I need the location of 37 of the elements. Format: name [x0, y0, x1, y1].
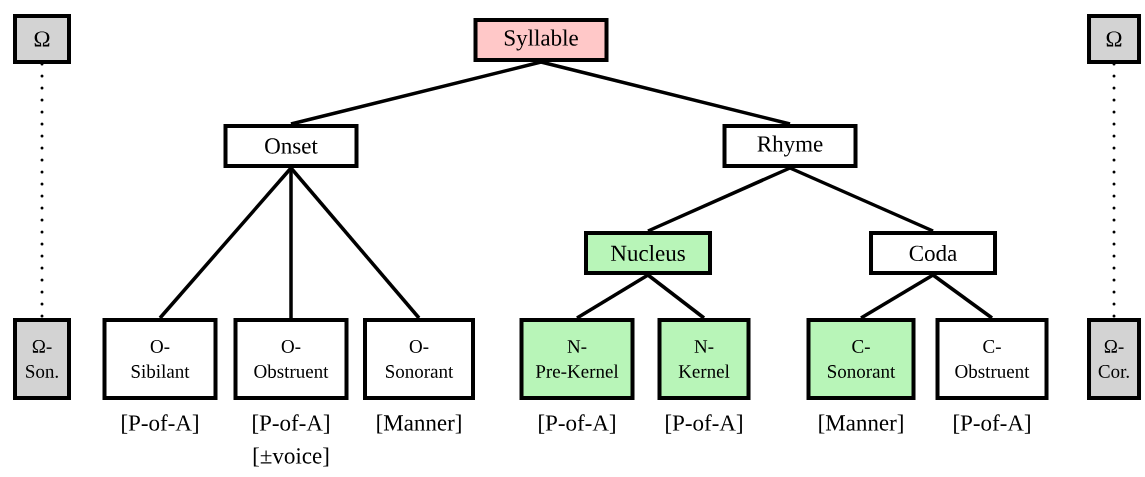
constituent-box: Onset [223, 124, 359, 168]
dotted-line [1112, 62, 1116, 320]
segment-box: C- Obstruent [935, 318, 1049, 400]
feature-label: [P-of-A] [539, 414, 615, 434]
tree-branch [646, 273, 706, 320]
omega-box: Ω- Son. [13, 318, 71, 400]
constituent-box: Rhyme [722, 124, 858, 168]
tree-branch [290, 60, 542, 126]
tree-branch [931, 273, 994, 320]
omega-box: Ω- Cor. [1087, 318, 1141, 400]
feature-label: [Manner] [377, 414, 461, 434]
feature-label: [Manner] [819, 414, 903, 434]
tree-branch [540, 60, 791, 126]
constituent-box: Nucleus [584, 231, 712, 275]
segment-box: N- Kernel [657, 318, 751, 400]
tree-branch [647, 166, 791, 233]
dotted-line [40, 62, 44, 320]
feature-label: [P-of-A] [253, 414, 329, 434]
feature-label: [±voice] [253, 447, 329, 467]
tree-branch [576, 273, 649, 320]
feature-label: [P-of-A] [954, 414, 1030, 434]
segment-box: O- Sonorant [363, 318, 475, 400]
segment-box: O- Sibilant [102, 318, 218, 400]
feature-label: [P-of-A] [122, 414, 198, 434]
omega-box: Ω [13, 14, 71, 64]
omega-box: Ω [1087, 14, 1141, 64]
segment-box: C- Sonorant [806, 318, 916, 400]
tree-branch [860, 273, 934, 320]
segment-box: N- Pre-Kernel [519, 318, 635, 400]
tree-branch [789, 166, 934, 233]
tree-branch [289, 166, 421, 320]
tree-branch [289, 168, 293, 318]
tree-branch [158, 166, 293, 320]
root-box: Syllable [473, 18, 609, 62]
constituent-box: Coda [869, 231, 997, 275]
feature-label: [P-of-A] [666, 414, 742, 434]
segment-box: O- Obstruent [233, 318, 349, 400]
